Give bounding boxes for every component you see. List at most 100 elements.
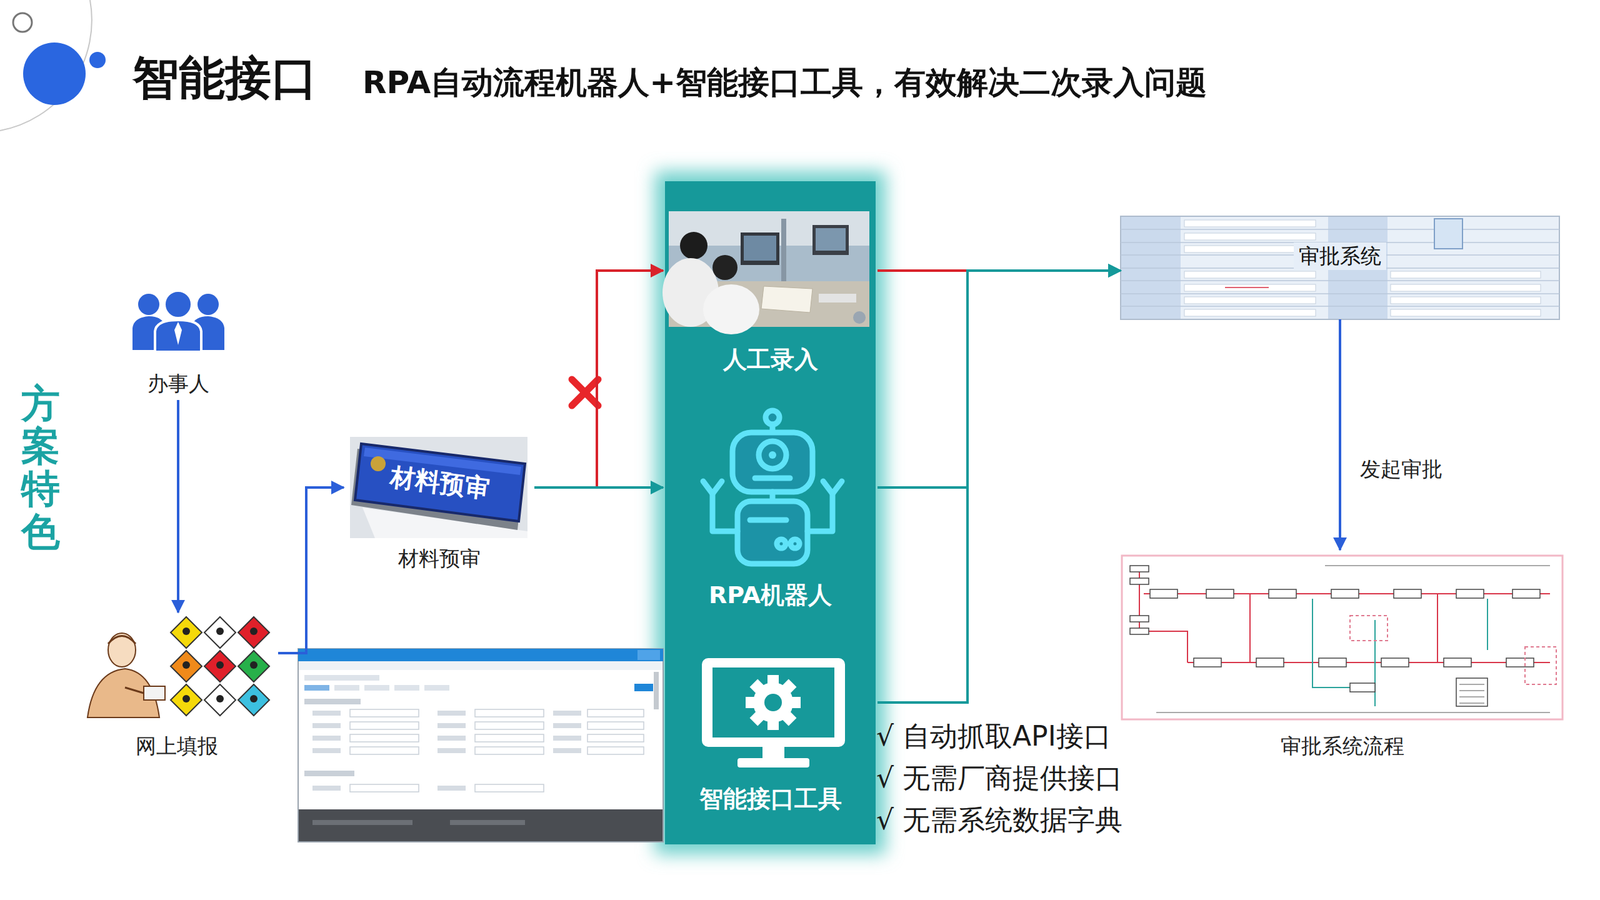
node-label: 人工录入: [723, 345, 819, 375]
flowchart-image: [1318, 658, 1347, 667]
form-screenshot: [437, 748, 466, 754]
person-icon: [197, 293, 219, 315]
online-form-clipart: [204, 684, 236, 716]
node-label: 材料预审: [398, 546, 481, 572]
robot-icon: [758, 441, 787, 469]
feature-bullet: √ 自动抓取API接口: [876, 720, 1112, 754]
band-glow: [655, 171, 886, 855]
office-photo: [812, 225, 849, 255]
office-photo: [761, 286, 813, 313]
approval-screenshot: [1184, 233, 1316, 240]
approval-screenshot: [1390, 271, 1541, 279]
online-form-clipart: [238, 650, 270, 682]
online-form-clipart: [108, 633, 136, 667]
band-glow: [655, 171, 886, 855]
online-form-clipart: [81, 615, 271, 718]
actor-node: 办事人: [118, 287, 238, 400]
form-screenshot: [334, 685, 360, 691]
flowchart-image: [1381, 658, 1409, 667]
monitor-gear-icon: [780, 679, 797, 697]
flowchart-image: [1150, 589, 1178, 599]
flowchart-image: [1350, 615, 1557, 685]
flowchart-image: [1187, 661, 1550, 664]
flowchart-image: [1350, 615, 1388, 641]
approval-screenshot: [1184, 284, 1316, 292]
connector-arrow: [534, 270, 664, 488]
online-form-clipart: [216, 695, 224, 703]
form-screenshot: [634, 683, 654, 692]
office-photo: [815, 228, 846, 251]
online-form-clipart: [216, 661, 224, 669]
approval-screenshot: [1120, 293, 1560, 295]
flowchart-image: [1350, 683, 1375, 692]
monitor-gear-icon: [767, 717, 779, 730]
office-photo: [781, 218, 787, 288]
form-screenshot: [553, 735, 582, 741]
red-cross: [571, 379, 599, 406]
flowchart-image: [1325, 565, 1550, 567]
monitor-gear-icon: [701, 658, 845, 747]
form-screenshot: [424, 685, 450, 691]
flowchart-image: [1525, 646, 1557, 685]
form-screenshot: [553, 748, 582, 754]
flowchart-image: [1121, 555, 1563, 720]
form-screenshot: [450, 820, 525, 825]
flowchart-image: [1312, 598, 1350, 688]
flowchart-image: [1156, 712, 1550, 714]
form-screenshot: [475, 709, 544, 717]
flowchart-image: [1436, 593, 1439, 663]
flowchart-image: [1130, 615, 1149, 622]
approval-screenshot: [1184, 220, 1316, 227]
form-screenshot: [475, 746, 544, 755]
online-form-clipart: [170, 616, 202, 649]
monitor-gear-icon: [750, 679, 767, 697]
office-photo: [818, 293, 857, 303]
monitor-gear-icon: [767, 675, 779, 688]
online-form-clipart: [216, 627, 224, 635]
form-screenshot: [350, 746, 419, 755]
form-screenshot: [587, 709, 644, 717]
online-form-clipart: [238, 616, 270, 649]
form-screenshot: [350, 709, 419, 717]
form-screenshot: [298, 648, 664, 662]
flowchart-image: [1459, 684, 1485, 685]
online-form-clipart: [170, 684, 202, 716]
online-form-clipart: [204, 650, 236, 682]
form-screenshot: [587, 734, 644, 742]
connector-arrow: [278, 487, 344, 654]
online-form-clipart: [250, 627, 258, 635]
person-icon: [132, 290, 225, 352]
form-screenshot: [364, 685, 390, 691]
office-photo: [743, 235, 777, 261]
online-form-clipart: [81, 615, 271, 718]
sign-text: 材料预审: [388, 461, 492, 504]
node-label: 审批系统流程: [1280, 733, 1405, 759]
sign-photo: [350, 436, 528, 539]
approval-screenshot: [1120, 305, 1560, 307]
form-screenshot: [587, 721, 644, 730]
flowchart-image: [1121, 555, 1563, 720]
form-screenshot: [553, 710, 582, 716]
monitor-gear-icon: [745, 675, 801, 730]
flowchart-image: [1331, 589, 1359, 599]
flowchart-image: [1459, 690, 1485, 692]
form-screenshot: [553, 723, 582, 729]
monitor-gear-icon: [788, 696, 801, 709]
flowchart-image: [1193, 658, 1222, 667]
monitor-gear-icon: [762, 746, 785, 760]
approval-screenshot: [1390, 309, 1541, 317]
online-form-clipart: [170, 616, 270, 716]
form-screenshot: [298, 661, 663, 670]
flowchart-image: [1206, 589, 1234, 599]
sign-photo: [370, 456, 386, 472]
subtitle: RPA自动流程机器人+智能接口工具，有效解决二次录入问题: [362, 63, 1207, 102]
form-screenshot: [475, 734, 544, 742]
robot-icon: [823, 481, 842, 494]
online-form-clipart: [182, 627, 258, 703]
robot-icon: [790, 539, 800, 549]
monitor-gear-icon: [737, 758, 810, 768]
form-screenshot: [304, 698, 361, 705]
online-form-clipart: [182, 627, 190, 635]
form-screenshot: [312, 723, 341, 729]
